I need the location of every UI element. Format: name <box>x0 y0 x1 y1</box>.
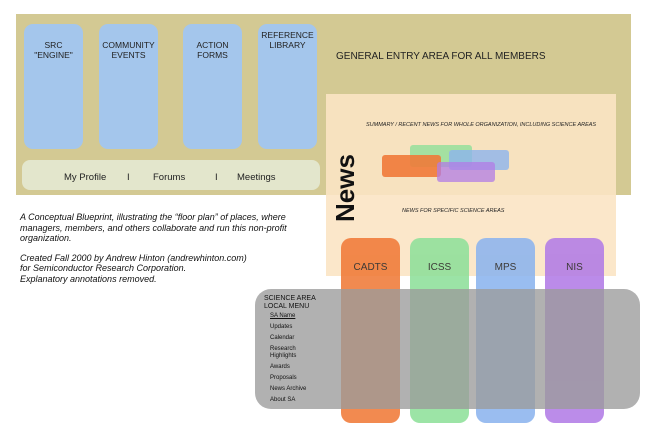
pillar-reference-library[interactable]: REFERENCE LIBRARY <box>258 24 317 149</box>
specific-news-label: NEWS FOR SPECIFIC SCIENCE AREAS <box>402 208 505 214</box>
description-line: A Conceptual Blueprint, illustrating the… <box>20 212 286 222</box>
menu-item-news-archive[interactable]: News Archive <box>270 386 307 392</box>
menu-separator: I <box>127 172 130 183</box>
local-menu-title-line: SCIENCE AREA <box>264 295 316 302</box>
member-menu-bar: My Profile I Forums I Meetings <box>22 160 320 190</box>
news-heading: News <box>330 154 360 222</box>
menu-item-awards[interactable]: Awards <box>270 364 290 370</box>
description-line: for Semiconductor Research Corporation. <box>20 263 187 273</box>
science-area-label: ICSS <box>427 262 452 273</box>
menu-item-about-sa[interactable]: About SA <box>270 397 296 403</box>
pillar-label: ACTION <box>196 40 229 50</box>
menu-separator: I <box>215 172 218 183</box>
meetings-link[interactable]: Meetings <box>237 172 276 183</box>
pillar-label: LIBRARY <box>269 40 306 50</box>
science-area-label: NIS <box>566 262 583 273</box>
general-entry-label: GENERAL ENTRY AREA FOR ALL MEMBERS <box>336 51 546 62</box>
pillar-src-engine[interactable]: SRC "ENGINE" <box>24 24 83 149</box>
science-area-label: MPS <box>494 262 517 273</box>
news-snippet-cadts[interactable] <box>382 155 441 177</box>
description-line: organization. <box>20 233 72 243</box>
my-profile-link[interactable]: My Profile <box>64 172 107 183</box>
description-line: managers, members, and others collaborat… <box>20 222 287 233</box>
pillar-label: FORMS <box>197 50 228 60</box>
summary-news-label: SUMMARY / RECENT NEWS FOR WHOLE ORGANIZA… <box>366 122 597 128</box>
pillar-label: EVENTS <box>111 50 146 60</box>
forums-link[interactable]: Forums <box>153 172 186 183</box>
menu-item-research[interactable]: Research <box>270 346 296 352</box>
menu-item-updates[interactable]: Updates <box>270 324 293 330</box>
pillar-label: COMMUNITY <box>102 40 155 50</box>
pillar-label: "ENGINE" <box>34 50 73 60</box>
menu-item-proposals[interactable]: Proposals <box>270 375 297 381</box>
local-menu-title: SCIENCE AREA LOCAL MENU <box>264 295 316 311</box>
description-line: Explanatory annotations removed. <box>20 273 157 284</box>
pillar-label: SRC <box>44 40 63 50</box>
science-area-label: CADTS <box>353 262 388 273</box>
pillar-community-events[interactable]: COMMUNITY EVENTS <box>99 24 158 149</box>
local-menu-title-line: LOCAL MENU <box>264 303 310 310</box>
menu-item-calendar[interactable]: Calendar <box>270 335 295 341</box>
pillar-label: REFERENCE <box>261 30 314 40</box>
menu-item-sa-name[interactable]: SA Name <box>270 313 296 319</box>
menu-item-highlights[interactable]: Highlights <box>270 353 297 359</box>
blueprint-description: A Conceptual Blueprint, illustrating the… <box>20 212 325 284</box>
description-line: Created Fall 2000 by Andrew Hinton (andr… <box>20 252 247 263</box>
news-snippet-nis[interactable] <box>437 162 495 182</box>
science-area-local-menu <box>255 289 640 409</box>
pillar-action-forms[interactable]: ACTION FORMS <box>183 24 242 149</box>
